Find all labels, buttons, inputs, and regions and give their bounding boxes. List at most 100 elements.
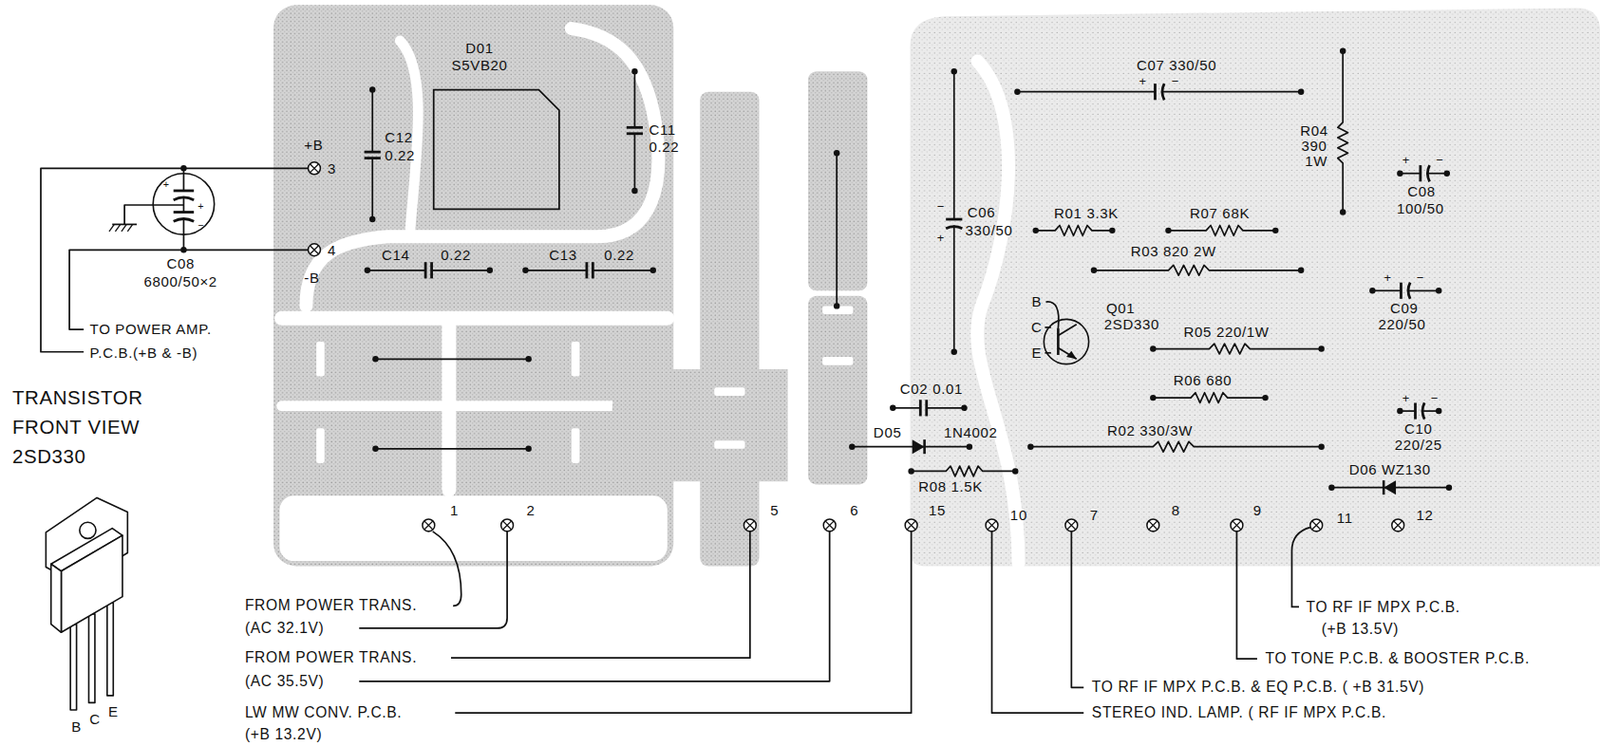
leader-line	[992, 531, 1085, 714]
pad-slot	[822, 357, 853, 366]
supply-label: +B	[303, 137, 323, 152]
solder-dot	[372, 356, 378, 362]
part-name: C13	[548, 247, 578, 263]
solder-dot	[650, 267, 657, 274]
terminal	[1232, 521, 1242, 530]
wire	[40, 168, 309, 352]
transistor-symbol	[1066, 351, 1077, 360]
polarity-sign: −	[1416, 271, 1425, 284]
solder-dot	[1298, 267, 1304, 274]
resistor-symbol	[1152, 343, 1321, 355]
wire	[592, 269, 653, 272]
part-value: 0.22	[648, 139, 679, 154]
solder-dot	[1027, 443, 1034, 450]
wire	[432, 269, 490, 272]
terminal-number: 8	[1171, 503, 1181, 518]
trace-gap	[977, 60, 1018, 564]
terminal	[503, 521, 512, 530]
part-label: D06 WZ130	[1349, 462, 1431, 477]
part-value: 6800/50×2	[144, 274, 218, 289]
wire	[1161, 91, 1301, 94]
terminal-number: 12	[1416, 508, 1434, 523]
solder-dot	[907, 468, 914, 474]
package-body	[51, 564, 62, 633]
trace-gap	[441, 318, 456, 490]
pin-name: E	[108, 705, 119, 720]
solder-dot	[1369, 287, 1375, 294]
diode-symbol	[1383, 480, 1396, 495]
solder-dot	[525, 446, 531, 452]
solder-dot	[1012, 468, 1018, 474]
part-name: Q01	[1106, 301, 1135, 316]
pad-slot	[316, 341, 325, 377]
wire	[124, 205, 184, 225]
terminal	[1393, 521, 1403, 530]
solder-dot	[1298, 88, 1304, 95]
solder-dot	[631, 68, 638, 75]
resistor-symbol	[1030, 441, 1321, 452]
part-label: R02 330/3W	[1107, 423, 1193, 438]
terminal-number: 6	[849, 503, 859, 518]
capacitor-plate	[1422, 402, 1425, 419]
capacitor-plate	[626, 131, 643, 135]
solder-dot	[1014, 88, 1020, 95]
connection-note: FROM POWER TRANS.	[244, 599, 417, 615]
solder-dot	[1033, 227, 1039, 234]
solder-dot	[1272, 227, 1279, 234]
resistor-symbol	[1152, 393, 1265, 404]
part-label: R07 68K	[1189, 206, 1250, 221]
terminal-number: 5	[770, 503, 779, 518]
wire	[851, 446, 970, 449]
part-name: C14	[381, 247, 411, 263]
figure-caption: TRANSISTOR	[12, 388, 144, 408]
pin-name: E	[1031, 345, 1042, 360]
capacitor-plate	[585, 262, 589, 279]
transistor-package	[45, 497, 128, 711]
polarity-sign: −	[197, 220, 205, 231]
part-value: 220/25	[1394, 437, 1443, 452]
trace-gap	[279, 495, 667, 562]
solder-dot	[522, 267, 528, 274]
terminal	[906, 521, 916, 530]
wire	[892, 407, 921, 410]
terminal	[746, 521, 755, 530]
capacitor-plate	[1413, 402, 1417, 419]
capacitor-plate	[924, 399, 928, 416]
capacitor-plate	[1162, 83, 1165, 100]
solder-dot	[1328, 484, 1335, 490]
part-name: D05	[873, 425, 903, 440]
diode-symbol	[912, 439, 925, 454]
terminal-number: 1	[450, 503, 459, 518]
jumper	[375, 448, 528, 451]
copper-area	[273, 4, 674, 566]
terminal	[310, 164, 320, 173]
terminal	[424, 521, 433, 530]
connection-note: (+B 13.2V)	[244, 727, 322, 743]
solder-dot	[372, 446, 378, 452]
transistor-leg	[70, 624, 76, 711]
part-label: C07 330/50	[1136, 57, 1217, 73]
connection-note: TO POWER AMP.	[90, 322, 212, 338]
wire	[634, 71, 637, 128]
solder-dot	[833, 302, 840, 309]
supply-label: -B	[303, 270, 320, 285]
wire	[183, 168, 186, 191]
copper-strip	[808, 296, 867, 486]
part-value: 100/50	[1396, 201, 1445, 216]
ground-symbol	[109, 224, 114, 232]
resistor-symbol	[1337, 51, 1349, 213]
resistor-symbol	[1167, 225, 1276, 236]
diode-bar	[1382, 480, 1386, 495]
connection-note: FROM POWER TRANS.	[244, 650, 417, 666]
terminal	[1067, 521, 1076, 530]
solder-dot	[833, 150, 840, 156]
leader-line	[454, 531, 911, 714]
polarity-sign: −	[1430, 393, 1439, 406]
solder-dot	[1444, 169, 1450, 176]
terminal-number: 2	[527, 503, 536, 518]
solder-dot	[1317, 443, 1324, 450]
part-value: 0.22	[603, 247, 635, 263]
solder-dot	[364, 267, 371, 274]
terminal	[503, 521, 512, 530]
terminal	[1067, 521, 1076, 530]
